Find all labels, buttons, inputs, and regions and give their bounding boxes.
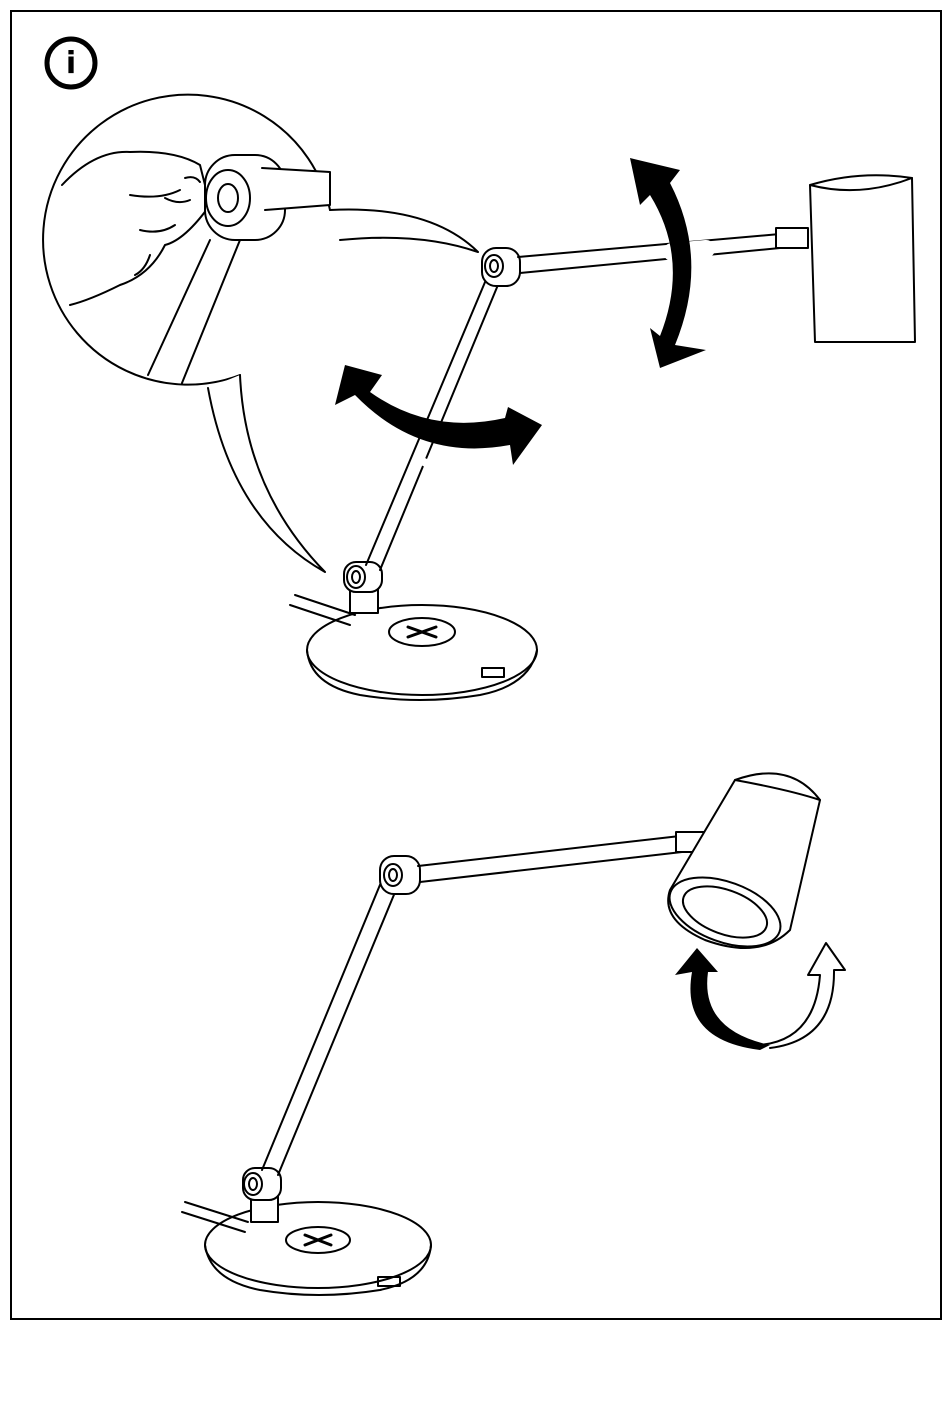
rotate-arrow-icon[interactable] (760, 943, 845, 1048)
lamp-elbow-joint-bottom (380, 856, 420, 894)
lamp-lower-joint-top (344, 562, 382, 613)
lamp-head-top (810, 175, 915, 342)
magnified-joint (148, 155, 330, 383)
lamp-base-top (290, 595, 537, 700)
lamp-upper-arm-bottom (418, 832, 704, 882)
lamp-head-bottom (660, 773, 820, 960)
curved-double-arrow-icon[interactable] (335, 365, 542, 465)
hand-icon (62, 152, 210, 305)
lamp-base-bottom (182, 1202, 431, 1295)
lamp-lower-arm-bottom (262, 880, 398, 1175)
lamp-elbow-joint-top (482, 248, 520, 286)
lamp-upper-arm-top (518, 228, 808, 273)
rotate-arrow-icon[interactable] (675, 948, 770, 1050)
curved-double-arrow-icon[interactable] (630, 158, 706, 368)
